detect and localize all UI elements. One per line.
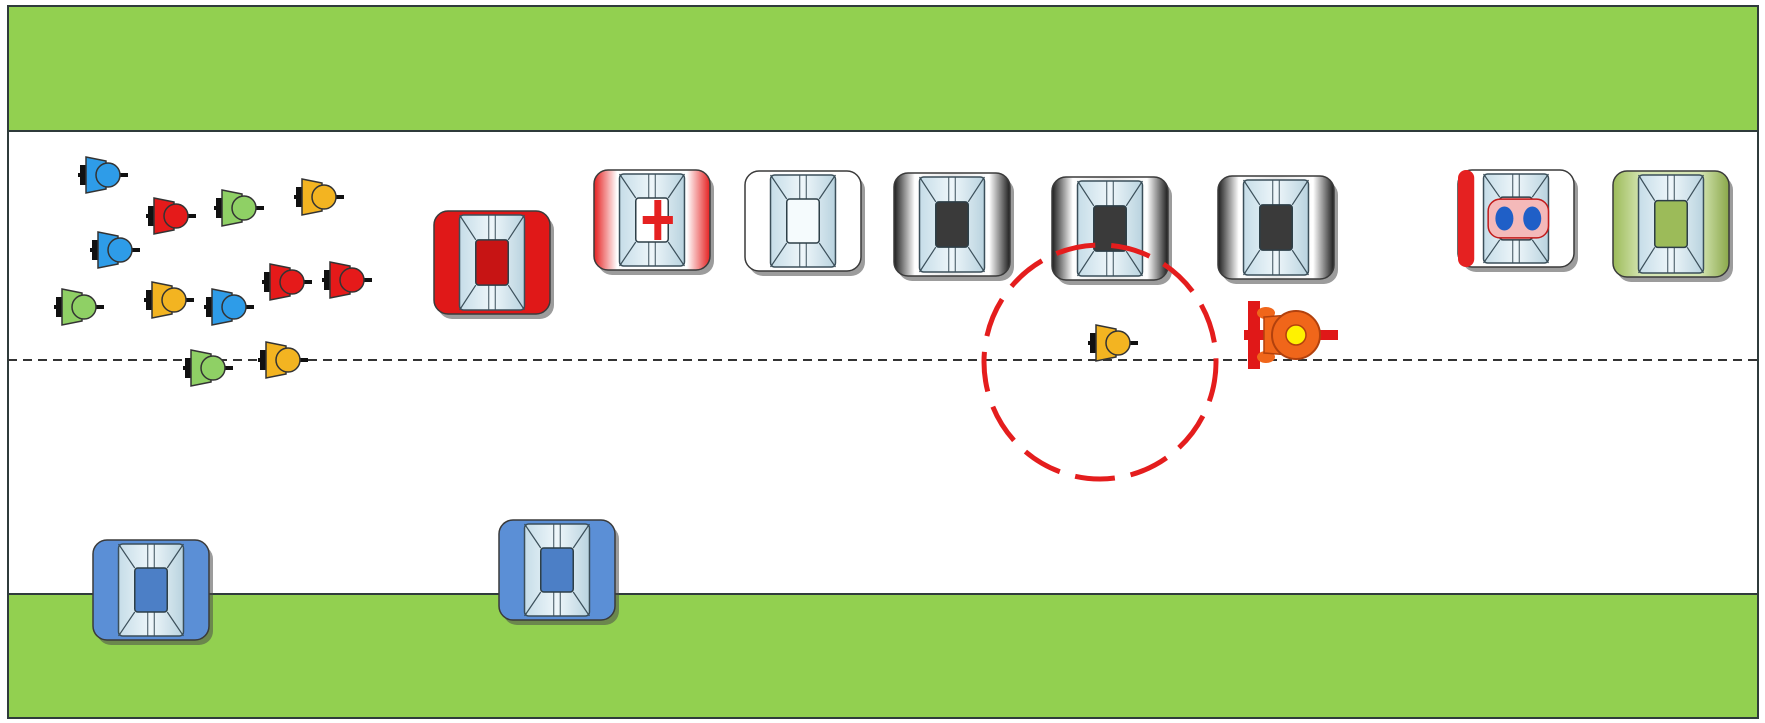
chrome-car-car-icon [1052,177,1172,285]
grass-top [8,6,1758,130]
fire-engine-fire-truck-icon [434,211,554,319]
blue-car-car-icon [499,520,619,625]
ambulance-ambulance-icon [594,170,714,275]
chrome-car-car-icon [894,173,1014,281]
blue-car-car-icon [93,540,213,645]
olive-car-car-icon [1613,171,1733,282]
grass-bottom [8,594,1758,718]
police-car-police-car-icon [1458,170,1578,272]
chrome-car-car-icon [1218,176,1338,284]
white-car-car-icon [745,171,865,276]
